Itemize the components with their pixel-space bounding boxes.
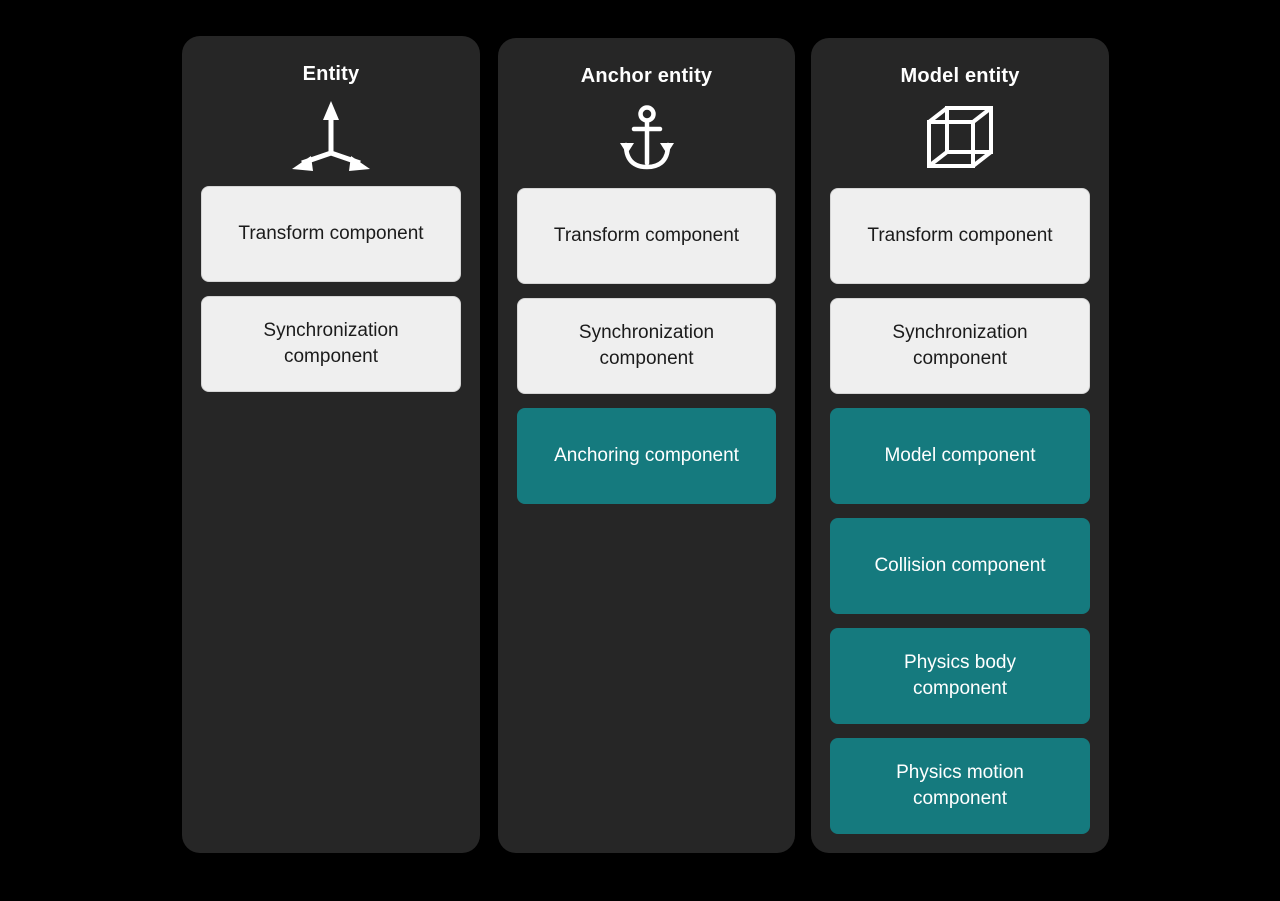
entity-component-list: Transform component Synchronization comp…: [201, 186, 461, 392]
component-card[interactable]: Transform component: [830, 188, 1090, 284]
component-label: Collision component: [874, 555, 1046, 576]
component-card[interactable]: Physics body component: [830, 628, 1090, 724]
component-label: Transform component: [867, 225, 1053, 246]
transform-axes-icon: [201, 100, 461, 172]
anchor-icon: [517, 102, 776, 174]
component-card[interactable]: Collision component: [830, 518, 1090, 614]
entity-column: Entity Transform component Synchronizati…: [182, 36, 480, 853]
wireframe-cube-icon: [830, 102, 1090, 174]
model-entity-column: Model entity Transform component: [811, 38, 1109, 853]
component-label: Transform component: [238, 223, 424, 244]
component-label: Anchoring component: [554, 445, 739, 466]
component-label: Synchronization component: [578, 322, 715, 369]
anchor-entity-column: Anchor entity Transform component Synchr…: [498, 38, 795, 853]
component-card[interactable]: Synchronization component: [830, 298, 1090, 394]
component-card[interactable]: Synchronization component: [201, 296, 461, 392]
component-label: Model component: [884, 445, 1036, 466]
model-entity-component-list: Transform component Synchronization comp…: [830, 188, 1090, 834]
anchor-entity-column-title: Anchor entity: [580, 65, 713, 87]
component-label: Physics motion component: [896, 762, 1024, 809]
component-label: Physics body component: [904, 652, 1016, 699]
anchor-entity-component-list: Transform component Synchronization comp…: [517, 188, 776, 504]
component-label: Synchronization component: [263, 320, 399, 367]
component-label: Transform component: [553, 225, 740, 246]
entity-column-title: Entity: [302, 63, 360, 85]
component-card[interactable]: Transform component: [517, 188, 776, 284]
component-label: Synchronization component: [892, 322, 1028, 369]
component-card[interactable]: Model component: [830, 408, 1090, 504]
component-card[interactable]: Transform component: [201, 186, 461, 282]
component-card[interactable]: Physics motion component: [830, 738, 1090, 834]
model-entity-column-title: Model entity: [900, 65, 1020, 87]
component-card[interactable]: Synchronization component: [517, 298, 776, 394]
component-card[interactable]: Anchoring component: [517, 408, 776, 504]
